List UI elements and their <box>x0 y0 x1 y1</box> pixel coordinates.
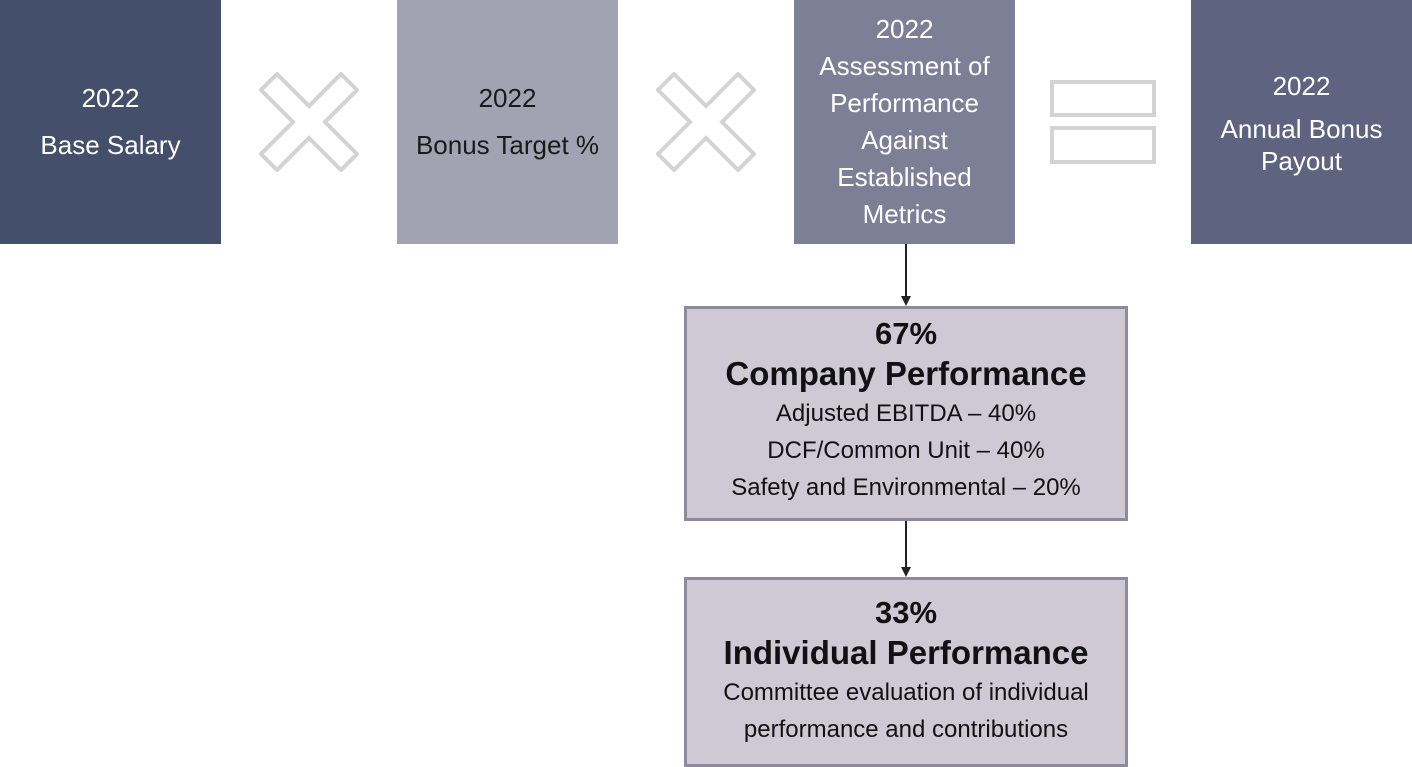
multiply-icon <box>259 72 359 172</box>
payout-label-line: Annual Bonus <box>1220 113 1383 144</box>
payout-year: 2022 <box>1272 70 1331 101</box>
company-performance-percent: 67% <box>874 316 938 351</box>
company-metric-item: Safety and Environmental – 20% <box>731 474 1081 501</box>
assessment-label-line: Assessment of <box>819 51 990 81</box>
individual-performance-percent: 33% <box>874 595 938 630</box>
base-salary-year: 2022 <box>81 83 140 113</box>
base-salary-box: 2022 Base Salary <box>0 0 221 244</box>
assessment-year: 2022 <box>875 14 934 44</box>
assessment-label-line: Metrics <box>862 199 947 229</box>
assessment-label-line: Against <box>861 125 948 155</box>
connector-arrow <box>901 244 911 306</box>
company-performance-box: 67% Company Performance Adjusted EBITDA … <box>684 306 1128 521</box>
individual-performance-description: performance and contributions <box>743 716 1069 743</box>
individual-performance-box: 33% Individual Performance Committee eva… <box>684 577 1128 767</box>
assessment-label-line: Performance <box>830 88 979 118</box>
connector-arrow <box>901 519 911 577</box>
company-performance-title: Company Performance <box>725 355 1087 392</box>
bonus-target-year: 2022 <box>478 83 537 113</box>
individual-performance-title: Individual Performance <box>723 634 1089 671</box>
multiply-icon <box>656 72 756 172</box>
individual-performance-description: Committee evaluation of individual <box>723 679 1089 706</box>
company-metric-item: Adjusted EBITDA – 40% <box>775 400 1037 427</box>
company-metrics-list: Adjusted EBITDA – 40% DCF/Common Unit – … <box>687 395 1125 506</box>
bonus-target-box: 2022 Bonus Target % <box>397 0 618 244</box>
base-salary-label: Base Salary <box>40 130 181 160</box>
bonus-target-label: Bonus Target % <box>415 130 600 160</box>
assessment-label-line: Established <box>837 162 972 192</box>
equals-icon <box>1050 80 1156 164</box>
performance-assessment-box: 2022 Assessment of Performance Against E… <box>794 0 1015 244</box>
company-metric-item: DCF/Common Unit – 40% <box>767 437 1045 464</box>
payout-label-line: Payout <box>1261 145 1342 176</box>
annual-bonus-payout-box: 2022 Annual Bonus Payout <box>1191 0 1412 244</box>
